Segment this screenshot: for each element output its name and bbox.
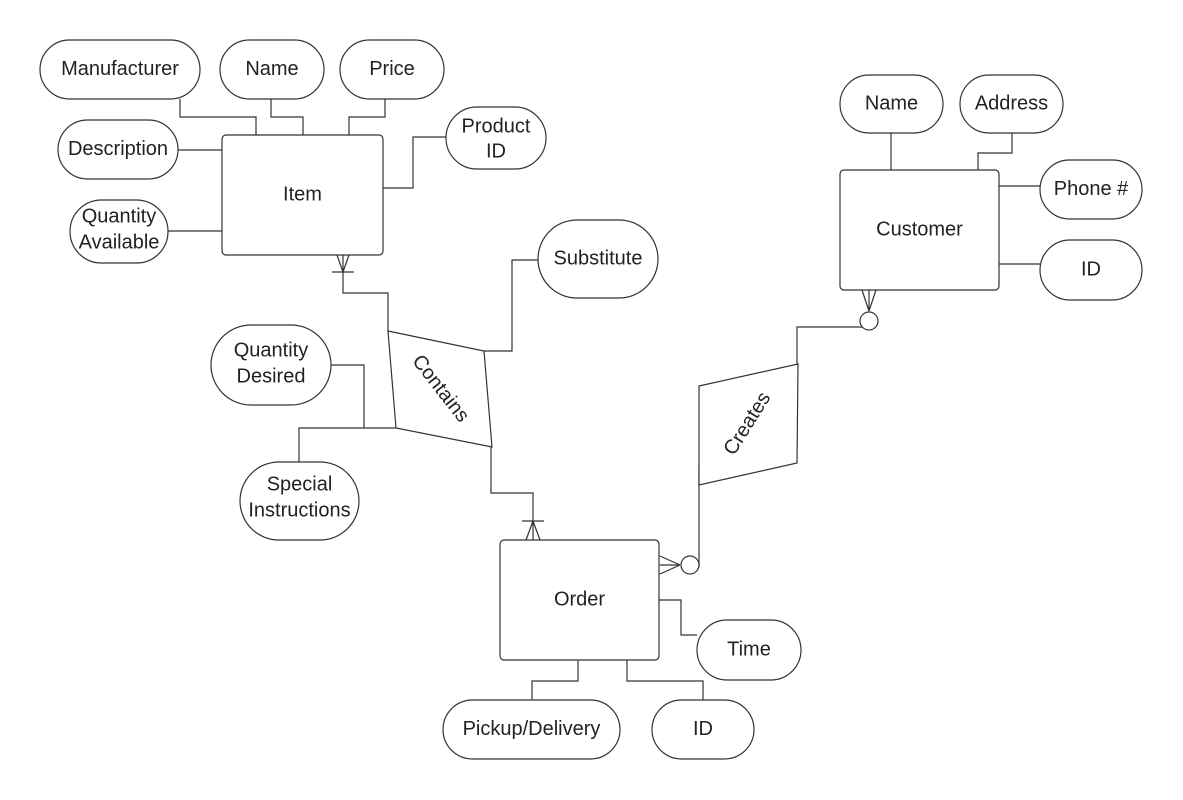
- attribute-address[interactable]: Address: [959, 74, 1064, 134]
- attribute-time-label: Time: [727, 638, 771, 660]
- attribute-phone[interactable]: Phone #: [1039, 159, 1143, 220]
- attribute-customer-name-label: Name: [865, 92, 918, 114]
- attribute-customer-id[interactable]: ID: [1039, 239, 1143, 301]
- attribute-address-label: Address: [975, 92, 1048, 114]
- connector-order-id: [626, 660, 704, 700]
- entity-order[interactable]: Order: [499, 539, 660, 661]
- attribute-quantity-available[interactable]: Quantity Available: [69, 199, 169, 264]
- attribute-manufacturer-label: Manufacturer: [61, 58, 179, 80]
- connector-customer-creates: [796, 326, 870, 382]
- attribute-quantity-desired-line1: Quantity: [234, 339, 308, 361]
- crowfoot-zero-or-many-customer: [859, 289, 879, 331]
- connector-manufacturer: [179, 99, 257, 135]
- connector-item-name: [270, 99, 304, 135]
- attribute-product-id-line2: ID: [486, 140, 506, 162]
- relationship-contains[interactable]: Contains: [387, 330, 493, 448]
- attribute-pickup-delivery-label: Pickup/Delivery: [463, 718, 601, 740]
- attribute-customer-id-label: ID: [1081, 258, 1101, 280]
- entity-item-label: Item: [283, 183, 322, 205]
- connector-quantity-desired: [331, 364, 396, 429]
- relationship-creates[interactable]: Creates: [698, 363, 799, 486]
- crowfoot-zero-or-many-order: [659, 555, 700, 575]
- attribute-product-id[interactable]: Product ID: [445, 106, 547, 170]
- attribute-quantity-desired[interactable]: Quantity Desired: [210, 324, 332, 406]
- attribute-phone-label: Phone #: [1054, 178, 1129, 200]
- entity-customer-label: Customer: [876, 218, 963, 240]
- attribute-special-instructions[interactable]: Special Instructions: [239, 461, 360, 541]
- attribute-description[interactable]: Description: [57, 119, 179, 180]
- attribute-substitute-label: Substitute: [554, 247, 643, 269]
- attribute-order-id-label: ID: [693, 718, 713, 740]
- connector-special-instructions: [298, 427, 364, 462]
- connector-item-contains: [342, 255, 389, 331]
- attribute-product-id-line1: Product: [462, 115, 531, 137]
- crowfoot-one-or-many-order: [522, 520, 544, 541]
- attribute-time[interactable]: Time: [696, 619, 802, 681]
- connector-price: [348, 99, 386, 135]
- connector-time: [659, 599, 697, 636]
- connector-pickup-delivery: [531, 660, 579, 700]
- attribute-item-name[interactable]: Name: [219, 39, 325, 100]
- attribute-manufacturer[interactable]: Manufacturer: [39, 39, 201, 100]
- attribute-order-id[interactable]: ID: [651, 699, 755, 760]
- attribute-item-name-label: Name: [245, 58, 298, 80]
- attribute-description-label: Description: [68, 138, 168, 160]
- connector-contains-order: [490, 447, 534, 540]
- connectors: [168, 99, 1040, 700]
- crowfoot-one-or-many-item: [332, 254, 354, 273]
- attribute-substitute[interactable]: Substitute: [537, 219, 659, 299]
- attribute-quantity-desired-line2: Desired: [237, 365, 306, 387]
- attribute-quantity-available-line2: Available: [79, 231, 160, 253]
- attribute-quantity-available-line1: Quantity: [82, 205, 156, 227]
- attribute-pickup-delivery[interactable]: Pickup/Delivery: [442, 699, 621, 760]
- entity-customer[interactable]: Customer: [839, 169, 1000, 291]
- connector-product-id: [383, 136, 446, 189]
- attribute-price[interactable]: Price: [339, 39, 445, 100]
- attribute-special-instructions-line2: Instructions: [248, 499, 350, 521]
- connector-substitute: [484, 259, 538, 352]
- attribute-special-instructions-line1: Special: [267, 473, 333, 495]
- attribute-price-label: Price: [369, 58, 415, 80]
- attribute-customer-name[interactable]: Name: [839, 74, 944, 134]
- entity-order-label: Order: [554, 588, 605, 610]
- connector-address: [977, 133, 1013, 170]
- entity-item[interactable]: Item: [221, 134, 384, 256]
